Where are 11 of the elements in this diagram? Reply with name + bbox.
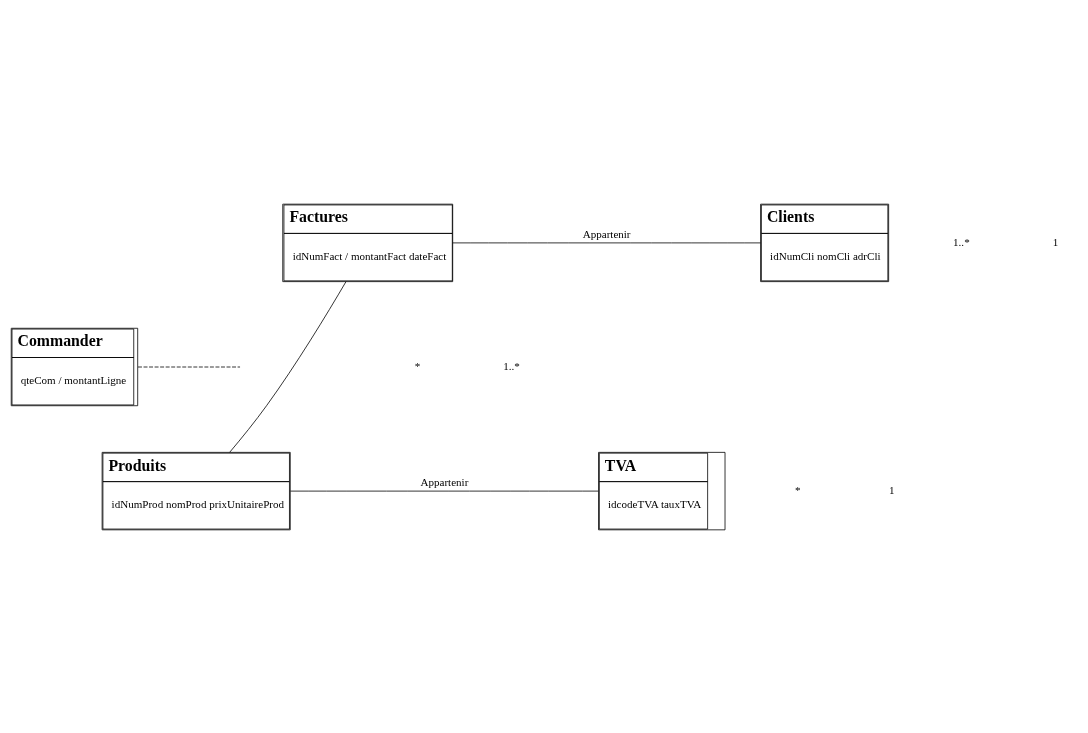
label: 1..* — [503, 359, 520, 372]
connector — [229, 280, 347, 453]
edge-label: Appartenir — [420, 475, 469, 488]
connector — [452, 242, 761, 243]
label: * — [414, 359, 421, 372]
connector — [290, 490, 599, 491]
label: * — [794, 483, 801, 496]
label: 1..* — [953, 235, 970, 248]
label: 1 — [889, 483, 895, 496]
label: 1 — [1052, 235, 1059, 248]
edge-label: Appartenir — [582, 227, 631, 240]
